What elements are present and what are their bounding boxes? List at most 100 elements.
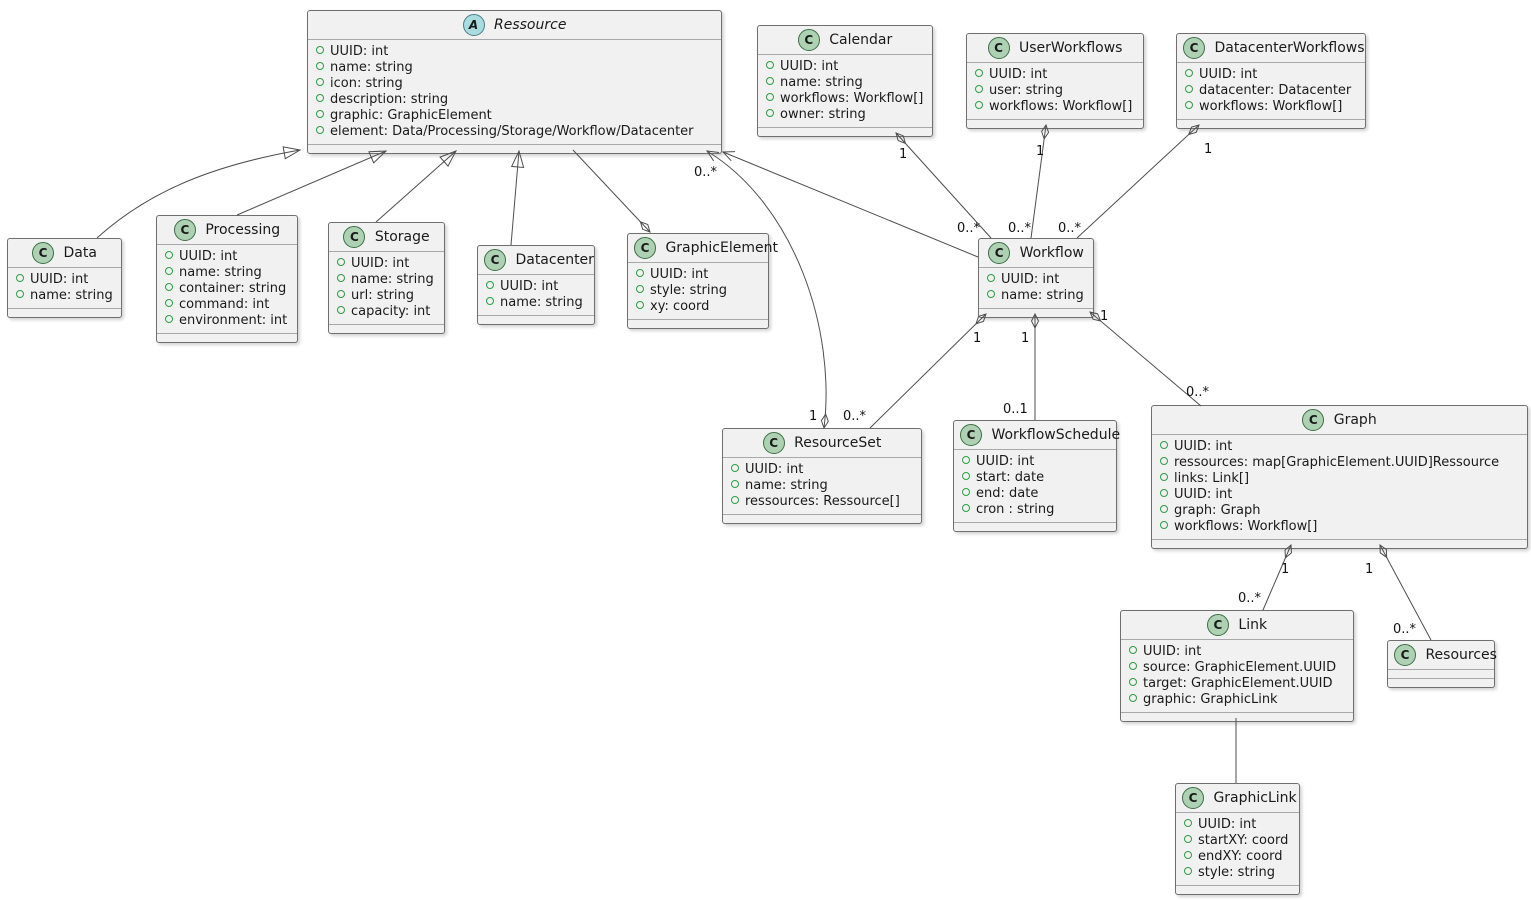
multiplicity-label: 0..*	[957, 221, 981, 236]
attribute: style: string	[1184, 865, 1291, 881]
visibility-icon	[766, 77, 774, 85]
attribute-text: workflows: Workflow[]	[1174, 519, 1318, 534]
methods-compartment	[329, 324, 444, 333]
attribute: command: int	[165, 297, 289, 313]
class-icon: C	[1206, 614, 1229, 636]
attribute-text: ressources: Ressource[]	[745, 494, 900, 509]
attributes-compartment: UUID: int start: date end: date cron : s…	[954, 449, 1116, 522]
visibility-icon	[766, 93, 774, 101]
visibility-icon	[962, 488, 970, 496]
edge-userworkflows-workflow	[1030, 125, 1046, 239]
attribute: icon: string	[316, 76, 713, 92]
attribute: UUID: int	[1129, 644, 1345, 660]
attribute: element: Data/Processing/Storage/Workflo…	[316, 124, 713, 140]
attributes-compartment: UUID: int name: string icon: string desc…	[308, 39, 721, 144]
multiplicity-label: 0..*	[843, 409, 867, 424]
attribute: start: date	[962, 470, 1108, 486]
multiplicity-label: 1	[1021, 331, 1029, 346]
class-title: C Datacenter	[478, 246, 594, 274]
visibility-icon	[636, 285, 644, 293]
attribute: end: date	[962, 486, 1108, 502]
visibility-icon	[962, 504, 970, 512]
visibility-icon	[1185, 69, 1193, 77]
class-name: ResourceSet	[794, 435, 882, 451]
methods-compartment	[954, 522, 1116, 531]
multiplicity-label: 1	[1365, 562, 1373, 577]
attribute-text: style: string	[650, 283, 728, 298]
visibility-icon	[1160, 505, 1168, 513]
attributes-compartment: UUID: int name: string workflows: Workfl…	[758, 54, 932, 127]
attribute: UUID: int	[987, 272, 1085, 288]
multiplicity-label: 0..*	[694, 165, 718, 180]
class-title: C ResourceSet	[723, 429, 921, 457]
attributes-compartment: UUID: int name: string ressources: Resso…	[723, 457, 921, 514]
class-icon: C	[797, 29, 820, 51]
class-icon: C	[343, 226, 366, 248]
visibility-icon	[731, 496, 739, 504]
visibility-icon	[731, 480, 739, 488]
edge-workflow-graph	[1090, 312, 1202, 407]
class-icon: C	[1394, 644, 1416, 666]
attribute-text: workflows: Workflow[]	[780, 91, 924, 106]
attribute-text: style: string	[1198, 865, 1276, 880]
attributes-compartment: UUID: int name: string	[478, 274, 594, 315]
class-icon: C	[32, 242, 55, 264]
class-title: C DatacenterWorkflows	[1177, 34, 1365, 62]
attribute-text: endXY: coord	[1198, 849, 1283, 864]
edge-calendar-workflow	[896, 133, 992, 239]
class-name: Calendar	[829, 32, 893, 48]
attribute: workflows: Workflow[]	[975, 99, 1135, 115]
multiplicity-label: 1	[1204, 142, 1212, 157]
class-name: Link	[1238, 617, 1268, 633]
attribute: name: string	[731, 478, 913, 494]
class-data: C Data UUID: int name: string	[7, 238, 122, 318]
visibility-icon	[316, 94, 324, 102]
class-title: C GraphicLink	[1176, 784, 1299, 812]
methods-compartment	[308, 144, 721, 153]
class-icon: C	[173, 219, 196, 241]
attribute-text: description: string	[330, 92, 449, 107]
attributes-compartment: UUID: int name: string url: string capac…	[329, 251, 444, 324]
attribute-text: name: string	[30, 288, 113, 303]
attribute-text: UUID: int	[30, 272, 89, 287]
visibility-icon	[337, 274, 345, 282]
attribute-text: name: string	[1001, 288, 1084, 303]
visibility-icon	[975, 69, 983, 77]
attribute: UUID: int	[731, 462, 913, 478]
visibility-icon	[1160, 521, 1168, 529]
visibility-icon	[316, 78, 324, 86]
attribute-text: UUID: int	[976, 454, 1035, 469]
attribute-text: UUID: int	[500, 279, 559, 294]
attribute-text: target: GraphicElement.UUID	[1143, 676, 1333, 691]
attribute-text: UUID: int	[1199, 67, 1258, 82]
attribute: datacenter: Datacenter	[1185, 83, 1357, 99]
attribute: links: Link[]	[1160, 471, 1519, 487]
attribute-text: owner: string	[780, 107, 866, 122]
attribute-text: source: GraphicElement.UUID	[1143, 660, 1337, 675]
visibility-icon	[1129, 646, 1137, 654]
visibility-icon	[987, 290, 995, 298]
visibility-icon	[987, 274, 995, 282]
multiplicity-label: 0..*	[1393, 622, 1417, 637]
visibility-icon	[962, 456, 970, 464]
attribute-text: name: string	[745, 478, 828, 493]
class-name: Storage	[374, 229, 430, 245]
class-name: GraphicElement	[665, 240, 778, 256]
methods-compartment	[8, 308, 121, 317]
attribute: name: string	[486, 295, 586, 311]
visibility-icon	[636, 301, 644, 309]
class-icon: C	[484, 249, 506, 271]
class-icon: C	[1182, 787, 1204, 809]
class-name: UserWorkflows	[1018, 40, 1123, 56]
visibility-icon	[165, 251, 173, 259]
attribute-text: workflows: Workflow[]	[1199, 99, 1343, 114]
visibility-icon	[165, 283, 173, 291]
attribute-text: name: string	[351, 272, 434, 287]
attribute: startXY: coord	[1184, 833, 1291, 849]
methods-compartment	[157, 333, 297, 342]
visibility-icon	[1184, 867, 1192, 875]
visibility-icon	[337, 306, 345, 314]
edge-ressource-graphicelement	[572, 149, 650, 232]
attribute-text: name: string	[500, 295, 583, 310]
attribute: name: string	[316, 60, 713, 76]
